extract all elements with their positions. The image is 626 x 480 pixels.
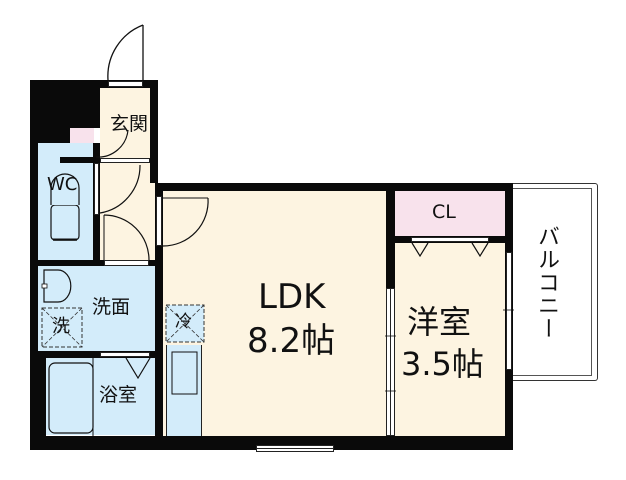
balcony-outline	[512, 183, 598, 381]
bathroom-label: 浴室	[99, 384, 138, 406]
washer-space-icon	[41, 307, 83, 348]
balcony-label: バルコニー	[534, 225, 559, 340]
closet-label: CL	[432, 201, 456, 223]
sliding-door-line	[390, 288, 391, 436]
kitchen-sink-icon	[171, 351, 198, 395]
toilet-icon	[50, 173, 80, 241]
entrance-label: 玄関	[110, 113, 149, 135]
wall-ldk-left	[155, 183, 163, 450]
wall-left-bath	[30, 351, 46, 450]
wc-label: WC	[47, 174, 78, 195]
ldk-door	[156, 196, 162, 246]
wall-wc-bottom	[30, 260, 163, 266]
western-room-label: 洋室	[407, 303, 472, 341]
closet-floor	[395, 191, 505, 236]
wall-ldk-top	[155, 183, 512, 191]
fridge-label: 冷	[175, 312, 192, 332]
front-door-icon	[107, 24, 144, 81]
wall-entrance-right	[150, 80, 158, 183]
wall-ldk-right	[386, 183, 395, 288]
washer-label: 洗	[52, 316, 70, 337]
ldk-size: 8.2帖	[247, 321, 336, 361]
fridge-space-icon	[165, 304, 205, 343]
closet-door	[411, 237, 489, 242]
wall-bottom	[30, 436, 513, 450]
bathroom-door	[100, 352, 150, 357]
ldk-window-line	[257, 448, 333, 449]
balcony-inner-rail	[512, 188, 592, 376]
washroom-label: 洗面	[92, 296, 131, 318]
western-room-floor	[395, 243, 505, 436]
wc-door	[94, 163, 99, 215]
hall-door-threshold	[100, 158, 150, 163]
ldk-label: LDK	[258, 277, 326, 317]
entrance-floor	[100, 88, 150, 158]
bathtub-icon	[48, 362, 94, 434]
washroom-door	[104, 260, 149, 266]
wall-shoebox-bottom	[60, 157, 100, 163]
balcony-window	[506, 252, 512, 370]
entrance-door-threshold	[108, 81, 143, 87]
wash-basin-icon	[41, 269, 72, 303]
wall-left-block	[30, 80, 100, 128]
western-room-size: 3.5帖	[401, 345, 484, 383]
wall-left-block-2	[30, 128, 70, 143]
wall-bath-top	[30, 351, 163, 358]
